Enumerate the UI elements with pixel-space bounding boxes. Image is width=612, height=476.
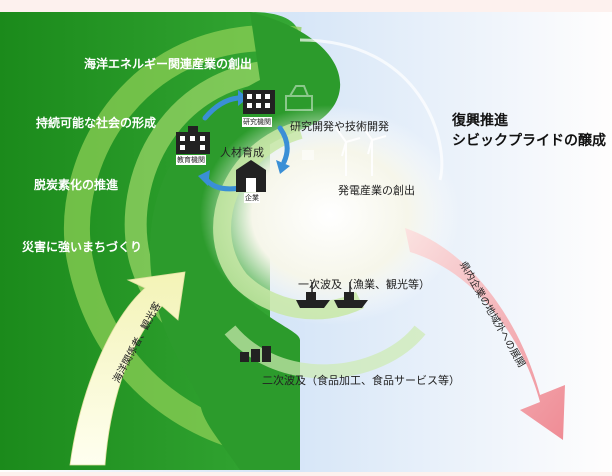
- label-education-institute: 教育機関: [176, 155, 206, 165]
- right-arc: [299, 38, 444, 181]
- company-building-icon: [236, 160, 266, 192]
- label-civic-pride: シビックプライドの醸成: [452, 133, 606, 149]
- visitors-arrow: [69, 271, 186, 466]
- cycle-arrow-top: [202, 95, 241, 121]
- label-power-industry: 発電産業の創出: [338, 184, 415, 197]
- inner-swirl: [213, 121, 365, 320]
- label-marine-energy: 海洋エネルギー関連産業の創出: [84, 57, 253, 71]
- label-research-development: 研究開発や技術開発: [290, 120, 389, 133]
- lower-swirl: [224, 325, 426, 379]
- expansion-arrow: [405, 228, 565, 440]
- faint-lab-icon: [285, 85, 313, 111]
- label-primary-effect: 一次波及（漁業、観光等）: [298, 278, 430, 291]
- label-human-resources: 人材育成: [220, 146, 264, 159]
- wind-turbine-icon: [335, 125, 387, 176]
- label-reconstruction: 復興推進: [452, 113, 508, 129]
- swirl-arc-outer: [63, 25, 302, 453]
- label-company: 企業: [244, 193, 260, 203]
- label-secondary-effect: 二次波及（食品加工、食品サービス等）: [262, 374, 460, 387]
- education-building-icon: [176, 126, 210, 154]
- research-building-icon: [243, 90, 275, 114]
- cycle-arrow-right: [277, 125, 290, 165]
- label-decarbonization: 脱炭素化の推進: [34, 178, 119, 192]
- center-glow: [200, 105, 460, 325]
- label-disaster-resilience: 災害に強いまちづくり: [22, 240, 143, 254]
- faint-house-icon: [302, 150, 314, 160]
- label-research-institute: 研究機関: [242, 117, 272, 127]
- factory-icon: [240, 346, 271, 362]
- boat-icon: [296, 282, 368, 308]
- label-sustainable-society: 持続可能な社会の形成: [36, 116, 157, 130]
